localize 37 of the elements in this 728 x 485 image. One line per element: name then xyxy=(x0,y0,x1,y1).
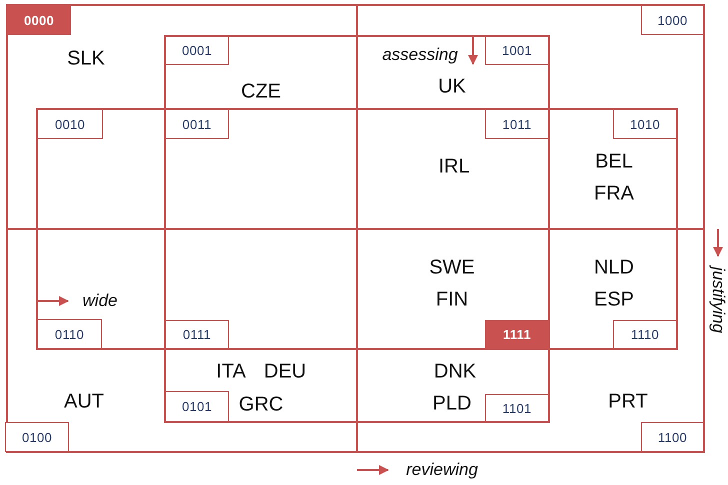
country-label: IRL xyxy=(438,156,470,178)
code-tag: 0010 xyxy=(37,109,103,139)
country-label: SWE xyxy=(429,256,475,280)
country-label: DEU xyxy=(264,360,306,384)
country-label: PLD xyxy=(432,392,472,416)
code-tag: 1101 xyxy=(485,394,549,422)
code-tag: 1001 xyxy=(485,36,549,65)
country-label: FRA xyxy=(594,182,634,206)
country-label: FIN xyxy=(436,288,468,312)
code-tag: 1000 xyxy=(641,5,704,35)
code-tag: 1111 xyxy=(485,320,549,349)
code-tag: 0111 xyxy=(165,320,229,349)
code-tag: 0001 xyxy=(165,36,229,65)
country-label: CZE xyxy=(241,80,281,104)
code-tag: 1100 xyxy=(641,422,704,452)
code-tag: 0101 xyxy=(165,391,229,422)
country-label: UK xyxy=(438,76,466,98)
axis-label: wide xyxy=(82,291,118,311)
code-tag: 1110 xyxy=(613,320,677,349)
country-label: ITA xyxy=(216,360,246,384)
code-tag: 0011 xyxy=(165,109,229,139)
code-tag: 1011 xyxy=(485,109,549,139)
code-tag: 0110 xyxy=(37,319,102,349)
country-label: DNK xyxy=(434,360,476,384)
country-label: SLK xyxy=(67,48,105,70)
country-label: BEL xyxy=(595,150,633,174)
country-label: GRC xyxy=(238,394,284,416)
country-label: AUT xyxy=(64,390,104,414)
code-tag: 1010 xyxy=(613,109,677,139)
axis-label: justifying xyxy=(708,266,728,334)
country-label: NLD xyxy=(594,256,634,280)
axis-label: reviewing xyxy=(406,460,478,480)
axis-label: assessing xyxy=(382,45,458,65)
code-tag: 0000 xyxy=(7,5,71,35)
code-tag: 0100 xyxy=(5,422,69,452)
country-label: PRT xyxy=(608,390,648,414)
country-label: ESP xyxy=(594,288,634,312)
